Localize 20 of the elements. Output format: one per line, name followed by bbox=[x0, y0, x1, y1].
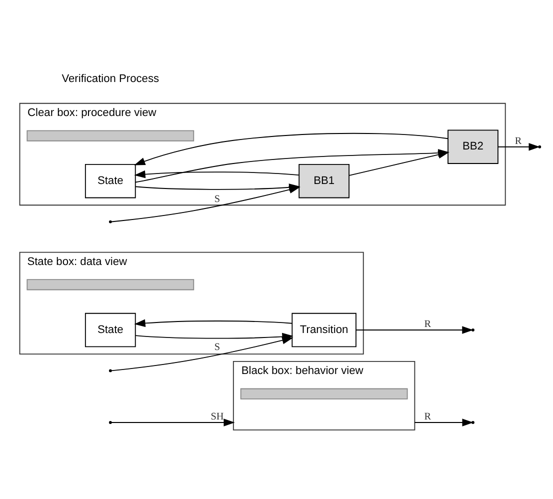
label: Verification Process bbox=[62, 72, 160, 85]
node-box: Black box: behavior view bbox=[232, 360, 416, 430]
arrow bbox=[111, 418, 235, 426]
node-box: State bbox=[84, 312, 136, 347]
arrow bbox=[356, 326, 474, 334]
arrow bbox=[414, 418, 474, 426]
node-box: State bbox=[84, 163, 136, 198]
edge-label: S bbox=[214, 342, 220, 353]
edge-label: R bbox=[514, 135, 522, 146]
node-box: Transition bbox=[292, 312, 356, 347]
edge-label: S bbox=[214, 194, 220, 205]
edge-label: SH bbox=[210, 411, 224, 422]
edge-label: R bbox=[424, 318, 432, 330]
arrow bbox=[134, 318, 292, 327]
arrow bbox=[134, 170, 300, 178]
edge-label: R bbox=[424, 411, 432, 422]
arrow bbox=[348, 150, 450, 176]
arrow bbox=[498, 142, 540, 150]
node-box: BB2 bbox=[448, 129, 498, 164]
node-box: BB1 bbox=[298, 163, 350, 198]
